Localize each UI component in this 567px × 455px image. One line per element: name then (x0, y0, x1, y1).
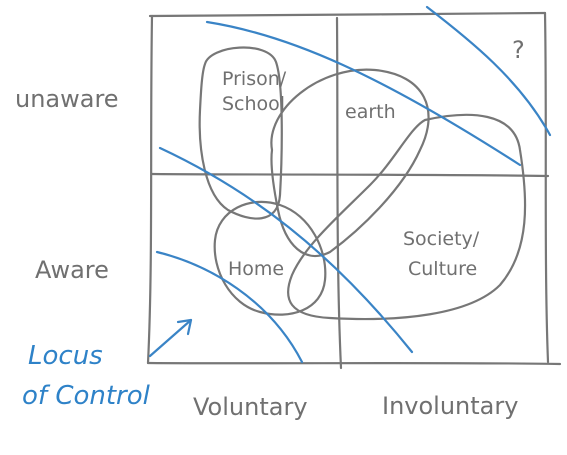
grid-horizontal-divider (150, 172, 550, 178)
row-label-aware: Aware (35, 256, 109, 284)
grid-left-edge (146, 14, 154, 365)
locus-of-control-line1: Locus (28, 341, 103, 371)
grid-vertical-divider (335, 16, 343, 370)
curve-bottom (155, 250, 304, 364)
society-culture-label-line2: Culture (408, 258, 477, 280)
unknown-mark: ? (512, 36, 525, 64)
prison-school-label-line2: School (222, 93, 285, 115)
society-culture-label-line1: Society/ (403, 228, 480, 250)
locus-arrow-head-icon (176, 318, 193, 336)
locus-of-control-line2: of Control (22, 381, 151, 411)
column-label-involuntary: Involuntary (382, 392, 518, 420)
society-culture-region (287, 113, 527, 321)
grid-right-edge (543, 11, 550, 364)
prison-school-label-line1: Prison/ (222, 68, 287, 90)
grid-bottom-edge (146, 361, 562, 366)
column-label-voluntary: Voluntary (193, 393, 308, 421)
curve-top (205, 20, 522, 167)
home-label: Home (228, 258, 284, 280)
earth-region (270, 68, 430, 258)
row-label-unaware: unaware (15, 85, 119, 113)
curve-middle (158, 146, 414, 354)
earth-label: earth (345, 101, 396, 123)
curve-top-right (425, 5, 552, 137)
locus-arrow (148, 318, 193, 358)
grid-top-edge (148, 11, 547, 18)
